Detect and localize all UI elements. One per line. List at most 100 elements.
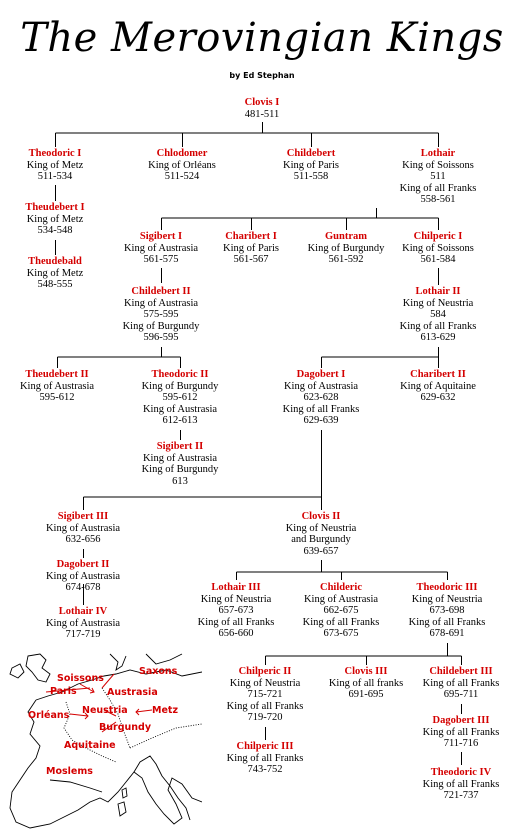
king-detail: 561-575	[143, 254, 179, 266]
king-name: Lothair II	[415, 286, 461, 297]
king-detail: King of all Franks	[422, 778, 500, 790]
king-name: Chilperic II	[238, 666, 292, 677]
king-detail: King of Metz	[26, 267, 84, 279]
king-name: Theodoric IV	[430, 767, 492, 778]
region-label-aquitaine: Aquitaine	[64, 740, 116, 751]
king-detail: 558-561	[420, 194, 456, 206]
king-detail: King of Aquitaine	[400, 380, 476, 392]
king-name: Theodoric II	[151, 369, 209, 380]
region-label-orleans: Orléans	[28, 710, 70, 721]
region-label-austrasia: Austrasia	[107, 687, 158, 698]
king-name: Dagobert I	[296, 369, 346, 380]
king-name: Chilperic III	[236, 741, 294, 752]
page-title: The Merovingian Kings	[20, 15, 504, 61]
king-detail: 623-628	[303, 392, 339, 404]
king-detail: King of all Franks	[422, 677, 500, 689]
king-detail: King of Neustria	[411, 593, 483, 605]
region-label-soissons: Soissons	[57, 673, 104, 684]
king-detail: King of Austrasia	[45, 522, 121, 534]
king-detail: 548-555	[37, 279, 73, 291]
king-name: Chlodomer	[156, 148, 208, 159]
king-name: Dagobert III	[432, 715, 490, 726]
king-detail: King of Metz	[26, 213, 84, 225]
region-label-burgundy: Burgundy	[99, 722, 152, 733]
king-detail: King of Austrasia	[142, 403, 218, 415]
king-name: Clovis III	[344, 666, 388, 677]
king-detail: 561-567	[233, 254, 269, 266]
king-detail: King of Austrasia	[123, 242, 199, 254]
king-detail: King of Burgundy	[141, 464, 219, 476]
king-detail: 673-675	[323, 628, 359, 640]
king-detail: King of Paris	[223, 242, 279, 254]
king-detail: and Burgundy	[291, 534, 351, 546]
king-detail: 719-720	[247, 712, 283, 724]
king-detail: 613	[172, 475, 188, 487]
king-name: Childebert III	[429, 666, 493, 677]
king-detail: King of all franks	[328, 677, 404, 689]
king-detail: King of Austrasia	[303, 593, 379, 605]
king-name: Theudebald	[28, 256, 82, 267]
europe-map-outline	[9, 653, 203, 829]
king-detail: 691-695	[348, 689, 384, 701]
king-detail: King of all Franks	[226, 752, 304, 764]
king-name: Childeric	[319, 582, 362, 593]
king-detail: King of Neustria	[402, 297, 474, 309]
king-name: Theudebert I	[25, 202, 85, 213]
king-detail: King of Burgundy	[141, 380, 219, 392]
king-detail: King of all Franks	[226, 700, 304, 712]
region-label-moslems: Moslems	[46, 766, 93, 777]
king-detail: King of Austrasia	[283, 380, 359, 392]
king-detail: 511-524	[164, 171, 200, 183]
king-detail: King of Neustria	[229, 677, 301, 689]
king-detail: 695-711	[443, 689, 479, 701]
king-detail: 561-584	[420, 254, 456, 266]
king-detail: King of Paris	[283, 159, 339, 171]
king-name: Theodoric I	[28, 148, 82, 159]
king-detail: 743-752	[247, 764, 283, 776]
king-name: Dagobert II	[56, 559, 110, 570]
king-detail: 717-719	[65, 629, 101, 641]
king-detail: King of Austrasia	[19, 380, 95, 392]
king-detail: King of Neustria	[200, 593, 272, 605]
king-detail: 584	[430, 309, 446, 321]
king-detail: King of all Franks	[399, 320, 477, 332]
king-detail: 662-675	[323, 605, 359, 617]
king-detail: King of Soissons	[402, 242, 474, 254]
king-detail: 632-656	[65, 534, 101, 546]
region-label-metz: Metz	[152, 705, 178, 716]
king-detail: King of all Franks	[399, 182, 477, 194]
king-detail: 613-629	[420, 332, 456, 344]
king-name: Clovis II	[301, 511, 341, 522]
king-detail: 596-595	[143, 332, 179, 344]
king-detail: King of Austrasia	[123, 297, 199, 309]
king-detail: 639-657	[303, 545, 339, 557]
king-detail: King of Burgundy	[122, 320, 200, 332]
king-detail: King of Burgundy	[307, 242, 385, 254]
king-detail: 534-548	[37, 225, 73, 237]
king-detail: 678-691	[429, 628, 465, 640]
king-detail: King of Austrasia	[45, 570, 121, 582]
king-name: Theodoric III	[416, 582, 478, 593]
king-detail: King of Neustria	[285, 522, 357, 534]
region-label-paris: Paris	[50, 686, 77, 697]
king-detail: 612-613	[162, 415, 198, 427]
king-detail: King of all Franks	[302, 616, 380, 628]
